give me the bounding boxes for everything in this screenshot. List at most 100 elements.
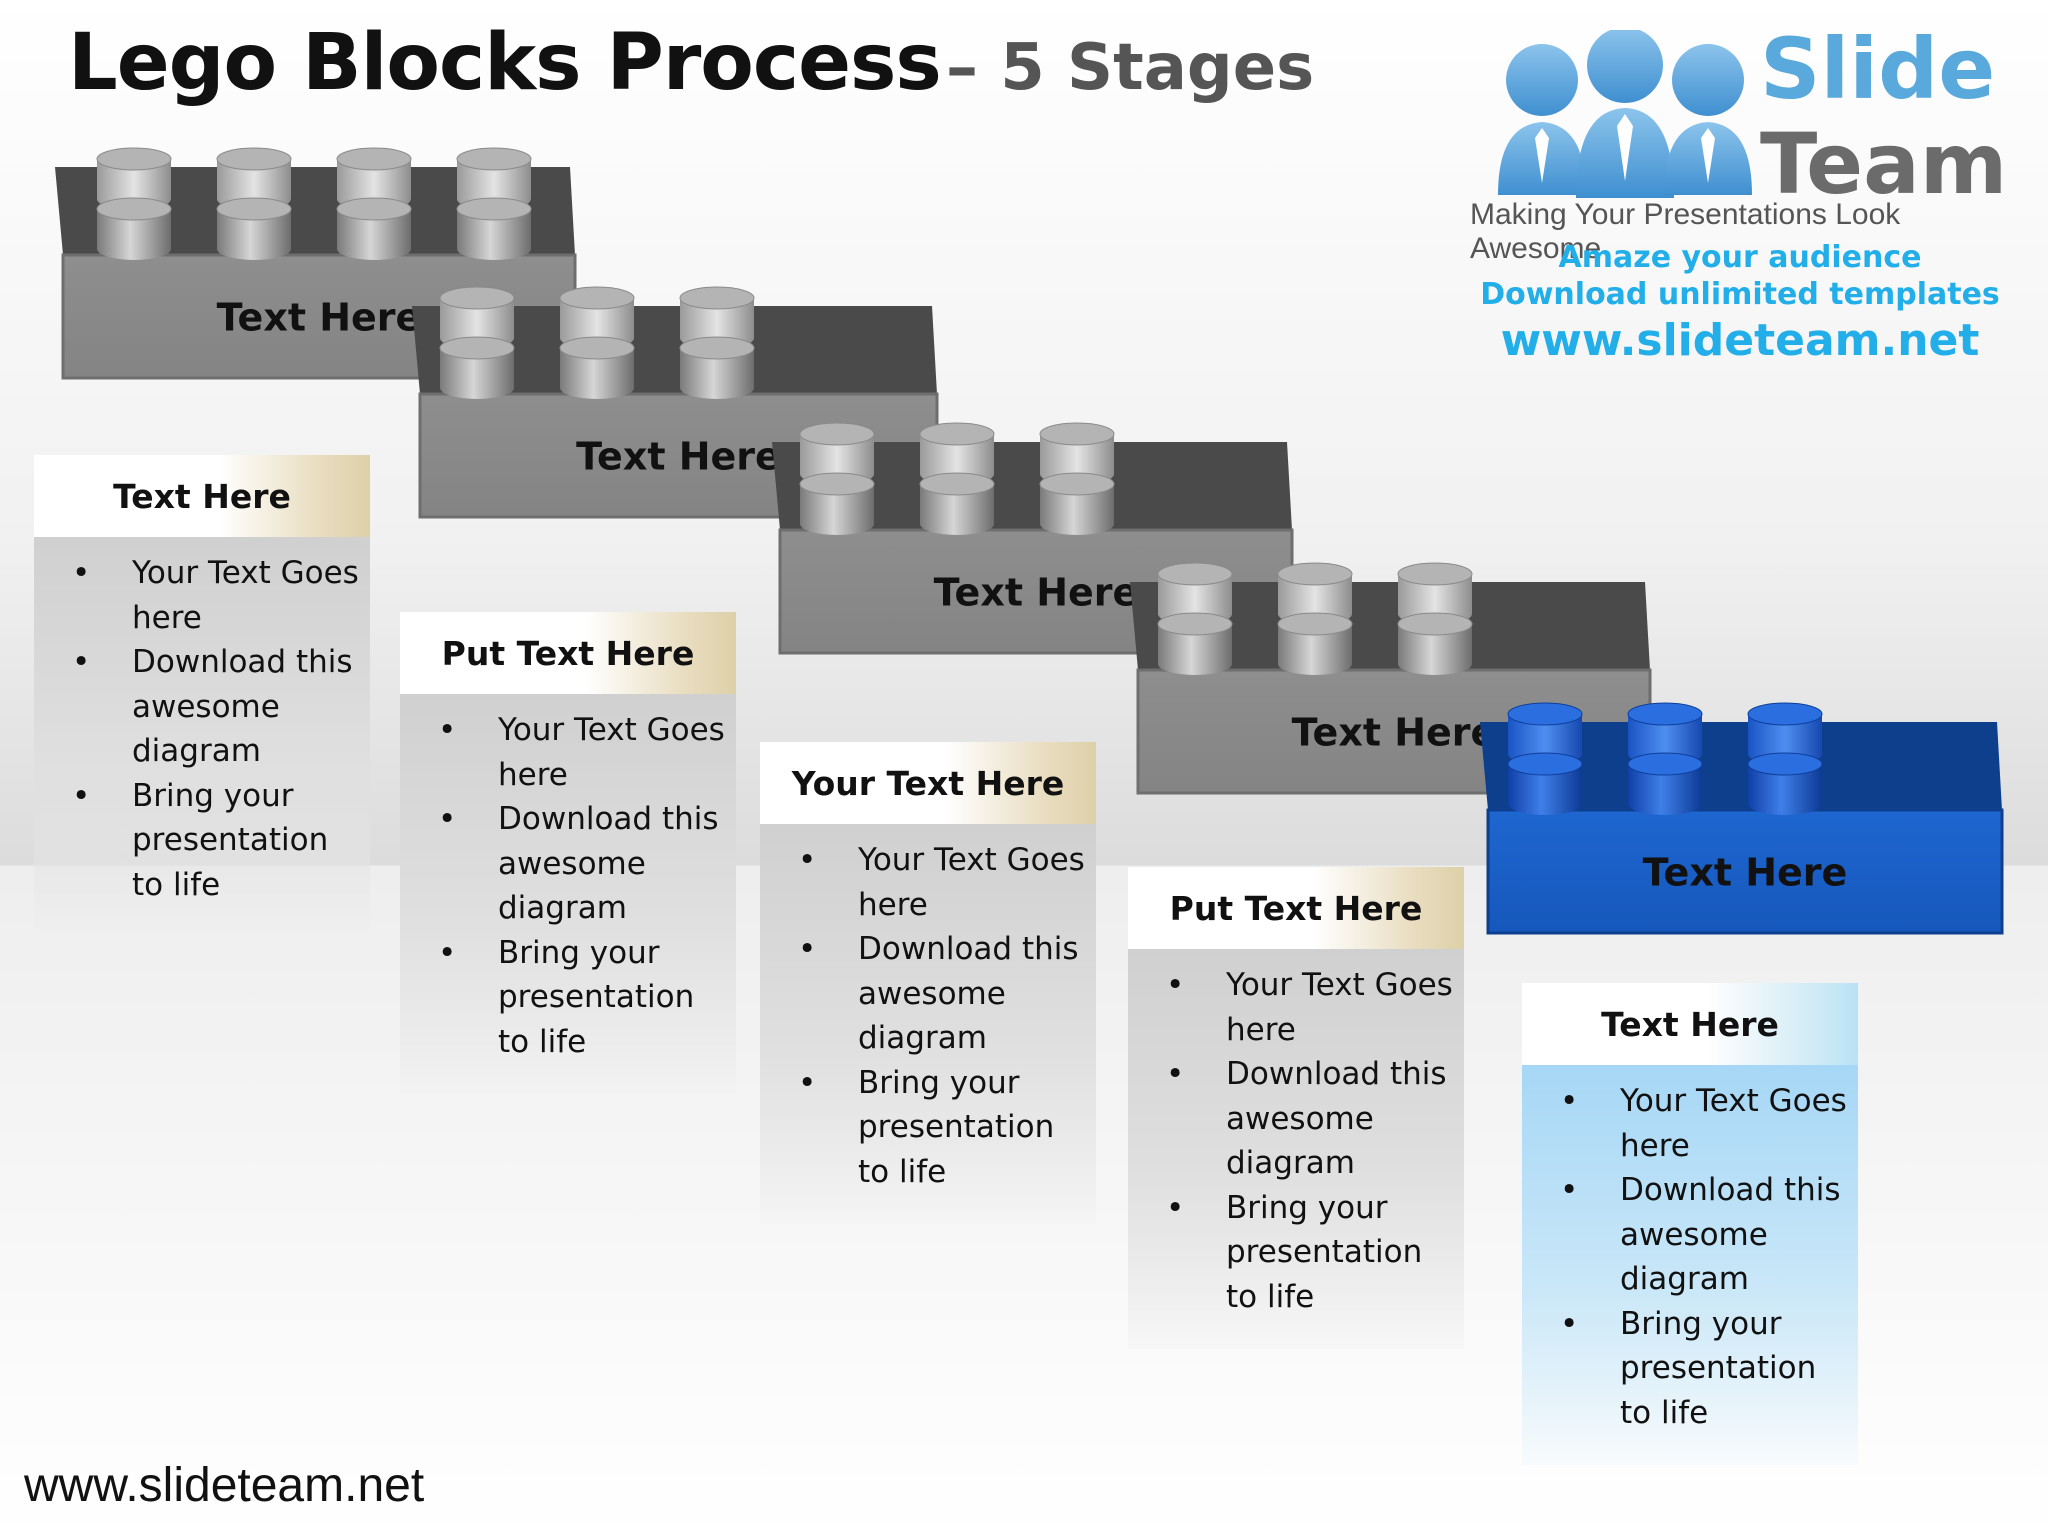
list-item: • Your Text Goes here	[1532, 1079, 1848, 1168]
stage-card-1: Text Here •Your Text Goes here •Download…	[34, 455, 370, 937]
block-stud	[1507, 752, 1583, 815]
bullet-icon: •	[1166, 1189, 1185, 1226]
bullet-text: Your Text Goes here	[1226, 967, 1453, 1048]
block-stud	[919, 472, 995, 535]
list-item: •Download this awesome diagram	[1532, 1168, 1848, 1302]
list-item: • Your Text Goes here	[1138, 963, 1454, 1052]
block-label: Text Here	[576, 435, 781, 479]
list-item: •Download this awesome diagram	[44, 640, 360, 774]
lego-block-5: Text Here	[1480, 702, 2004, 935]
bullet-text: Your Text Goes here	[1620, 1083, 1847, 1164]
card-title: Put Text Here	[1128, 867, 1464, 949]
card-title: Put Text Here	[400, 612, 736, 694]
block-top-face	[772, 442, 1292, 530]
card-body: • Your Text Goes here • Download this awes…	[400, 694, 736, 1094]
logo-tagline: Making Your Presentations Look Awesome	[1470, 198, 1901, 265]
block-stud	[559, 336, 635, 399]
block-stud	[1157, 612, 1233, 675]
list-item: • Your Text Goes here	[44, 551, 360, 640]
block-top-face	[412, 306, 937, 394]
bullet-text: Download this awesome diagram	[498, 801, 719, 926]
block-stud	[1277, 562, 1353, 625]
list-item: • Download this awesome diagram	[410, 797, 726, 931]
bullet-text: Download this awesome diagram	[858, 931, 1079, 1056]
bullet-icon: •	[438, 934, 457, 971]
list-item: •Bring your presentation to life	[770, 1061, 1086, 1195]
bullet-icon: •	[1166, 1056, 1185, 1092]
bullet-icon: •	[798, 842, 817, 878]
bullet-text: Bring your presentation to life	[858, 1064, 1055, 1190]
title-main: Lego Blocks Process	[68, 18, 942, 108]
bullet-text: Bring your presentation to life	[132, 777, 329, 903]
block-top-face	[1130, 582, 1650, 670]
card-title: Text Here	[34, 455, 370, 537]
block-stud	[96, 197, 172, 260]
block-top-face	[1480, 722, 2002, 810]
block-stud	[1277, 612, 1353, 675]
block-label: Text Here	[1292, 711, 1497, 755]
bullet-text: Your Text Goes here	[858, 842, 1085, 923]
block-stud	[679, 336, 755, 399]
block-stud	[799, 472, 875, 535]
list-item: • Download this awesome diagram	[770, 927, 1086, 1061]
bullet-icon: •	[1166, 967, 1185, 1003]
block-label: Text Here	[217, 296, 422, 340]
bullet-icon: •	[438, 801, 457, 837]
card-title: Your Text Here	[760, 742, 1096, 824]
slideteam-logo: Slide Team Making Your Presentations Loo…	[1470, 20, 2030, 380]
card-body: •Your Text Goes here •Download this awes…	[34, 537, 370, 937]
logo-promo-line-1: Amaze your audience	[1558, 240, 1922, 275]
list-item: • Bring your presentation to life	[44, 774, 360, 908]
list-item: •Bring your presentation to life	[410, 931, 726, 1065]
block-front-face	[1486, 808, 2004, 935]
bullet-icon: •	[438, 712, 457, 748]
logo-slide-text: Slide	[1760, 20, 1996, 118]
bullet-text: Your Text Goes here	[132, 555, 359, 636]
bullet-text: Bring your presentation to life	[1226, 1189, 1423, 1315]
block-stud	[1627, 752, 1703, 815]
card-body: • Your Text Goes here •Download this awes…	[1522, 1065, 1858, 1465]
card-body: • Your Text Goes here • Download this awes…	[1128, 949, 1464, 1349]
bullet-icon: •	[72, 777, 91, 814]
card-bullets: • Your Text Goes here • Download this awes…	[410, 708, 726, 1064]
block-stud	[1039, 472, 1115, 535]
footer-url[interactable]: www.slideteam.net	[24, 1459, 425, 1512]
bullet-text: Bring your presentation to life	[1620, 1305, 1817, 1431]
block-stud	[216, 197, 292, 260]
title-subtitle: – 5 Stages	[945, 31, 1315, 105]
list-item: • Bring your presentation to life	[1138, 1186, 1454, 1320]
bullet-text: Download this awesome diagram	[1226, 1056, 1447, 1181]
block-stud	[456, 197, 532, 260]
block-stud	[336, 197, 412, 260]
list-item: • Download this awesome diagram	[1138, 1052, 1454, 1186]
logo-url[interactable]: www.slideteam.net	[1500, 315, 1980, 366]
bullet-icon: •	[1560, 1172, 1579, 1208]
people-icon	[1498, 30, 1752, 198]
card-bullets: • Your Text Goes here •Download this awes…	[1532, 1079, 1848, 1435]
bullet-text: Your Text Goes here	[498, 712, 725, 793]
stage-card-5: Text Here • Your Text Goes here •Download…	[1522, 983, 1858, 1465]
stage-card-4: Put Text Here • Your Text Goes here • Down…	[1128, 867, 1464, 1349]
block-stud	[1397, 612, 1473, 675]
bullet-icon: •	[1560, 1083, 1579, 1119]
card-title: Text Here	[1522, 983, 1858, 1065]
logo-promo-line-2: Download unlimited templates	[1480, 277, 2000, 312]
bullet-icon: •	[72, 555, 91, 591]
bullet-text: Download this awesome diagram	[132, 644, 353, 769]
block-label: Text Here	[1643, 851, 1848, 895]
block-stud	[439, 336, 515, 399]
bullet-icon: •	[798, 931, 817, 967]
slide-title: Lego Blocks Process – 5 Stages	[68, 18, 1314, 108]
lego-block-2: Text Here	[412, 286, 939, 519]
list-item: • Your Text Goes here	[770, 838, 1086, 927]
block-top-face	[55, 167, 575, 255]
logo-team-text: Team	[1760, 115, 2008, 213]
list-item: • Your Text Goes here	[410, 708, 726, 797]
bullet-icon: •	[1560, 1305, 1579, 1342]
card-body: • Your Text Goes here • Download this awes…	[760, 824, 1096, 1224]
stage-card-3: Your Text Here • Your Text Goes here • Dow…	[760, 742, 1096, 1224]
block-stud	[1747, 752, 1823, 815]
lego-block-3: Text Here	[772, 422, 1294, 655]
card-bullets: • Your Text Goes here • Download this awes…	[1138, 963, 1454, 1319]
